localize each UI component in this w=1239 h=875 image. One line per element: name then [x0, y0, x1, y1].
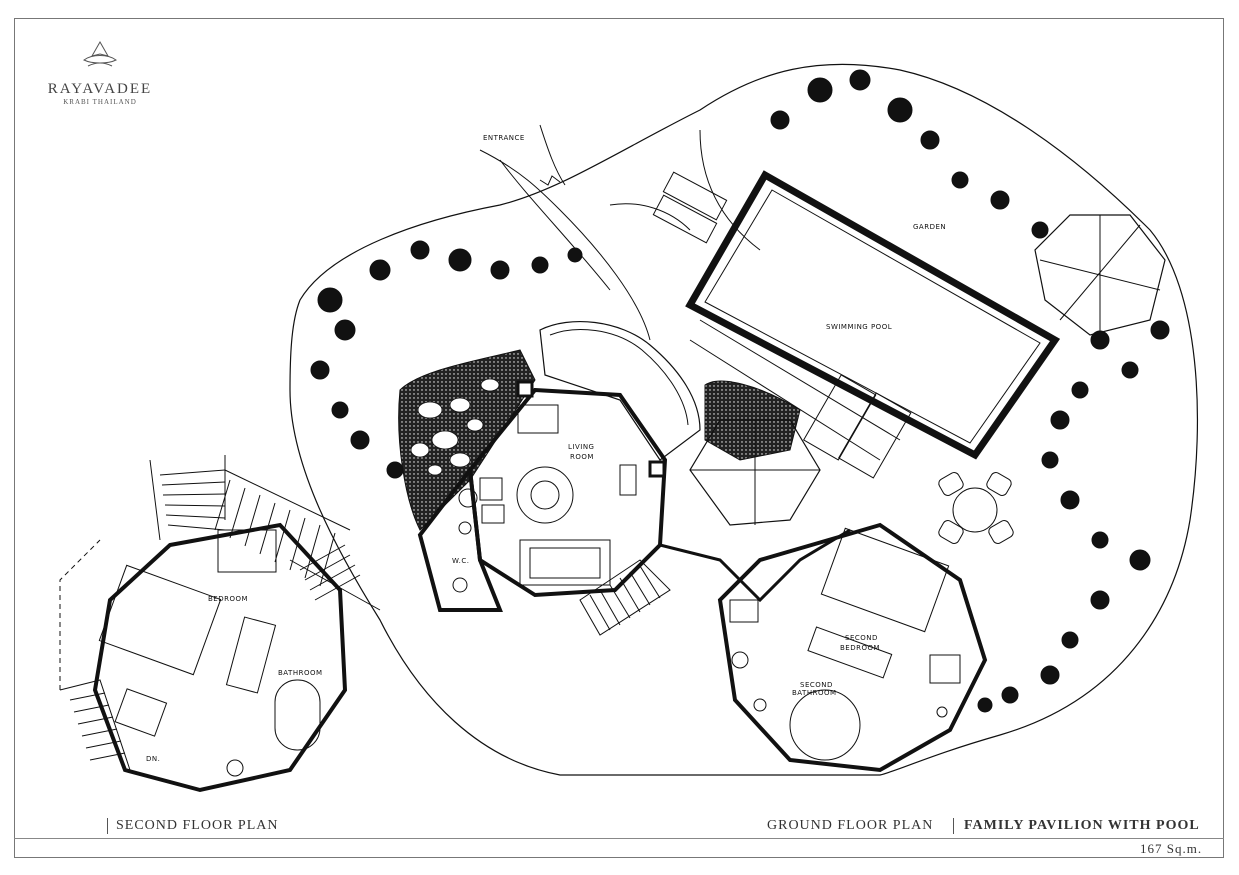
drawing-frame	[14, 18, 1224, 858]
living-room-pavilion	[417, 380, 668, 612]
footer-second-floor: SECOND FLOOR PLAN	[116, 818, 279, 833]
label-dn: DN.	[146, 755, 161, 763]
label-wc: W.C.	[452, 557, 470, 565]
brand-logo: RAYAVADEE KRABI THAILAND	[30, 38, 170, 106]
footer-divider	[14, 838, 1224, 839]
brand-location: KRABI THAILAND	[63, 98, 137, 106]
lotus-icon	[83, 40, 117, 67]
deck-outline	[539, 321, 701, 461]
footer-ground-floor: GROUND FLOOR PLAN	[767, 818, 934, 833]
sun-loungers	[652, 171, 728, 244]
label-entrance: ENTRANCE	[483, 134, 525, 142]
footer-separator-left	[107, 818, 108, 834]
swimming-pool	[685, 170, 1061, 479]
second-floor-stair-bottom	[59, 679, 131, 771]
label-second-bedroom-1: SECOND	[845, 634, 878, 642]
footer-area: 167 Sq.m.	[1140, 841, 1203, 856]
footer-title: FAMILY PAVILION WITH POOL	[964, 818, 1200, 833]
label-second-bathroom-1: SECOND	[800, 681, 833, 689]
paving-left	[398, 349, 536, 531]
label-second-bathroom-2: BATHROOM	[792, 689, 837, 697]
outdoor-table-set	[938, 472, 1014, 544]
footer-separator-right	[953, 818, 954, 834]
second-bedroom-pavilion	[717, 522, 988, 773]
second-floor-pavilion	[59, 455, 381, 793]
label-living-1: LIVING	[568, 443, 595, 451]
entrance-path	[479, 149, 651, 341]
ground-stair	[579, 559, 671, 636]
vegetation	[310, 69, 1170, 713]
label-second-bedroom-2: BEDROOM	[840, 644, 881, 652]
label-swimming-pool: SWIMMING POOL	[826, 323, 893, 331]
corridor	[659, 528, 851, 603]
brand-name: RAYAVADEE	[47, 81, 153, 97]
label-bathroom: BATHROOM	[278, 669, 323, 677]
label-living-2: ROOM	[570, 453, 594, 461]
second-floor-stair-top	[159, 469, 361, 601]
label-bedroom: BEDROOM	[208, 595, 249, 603]
label-garden: GARDEN	[913, 223, 947, 231]
site-boundary	[289, 63, 1199, 776]
